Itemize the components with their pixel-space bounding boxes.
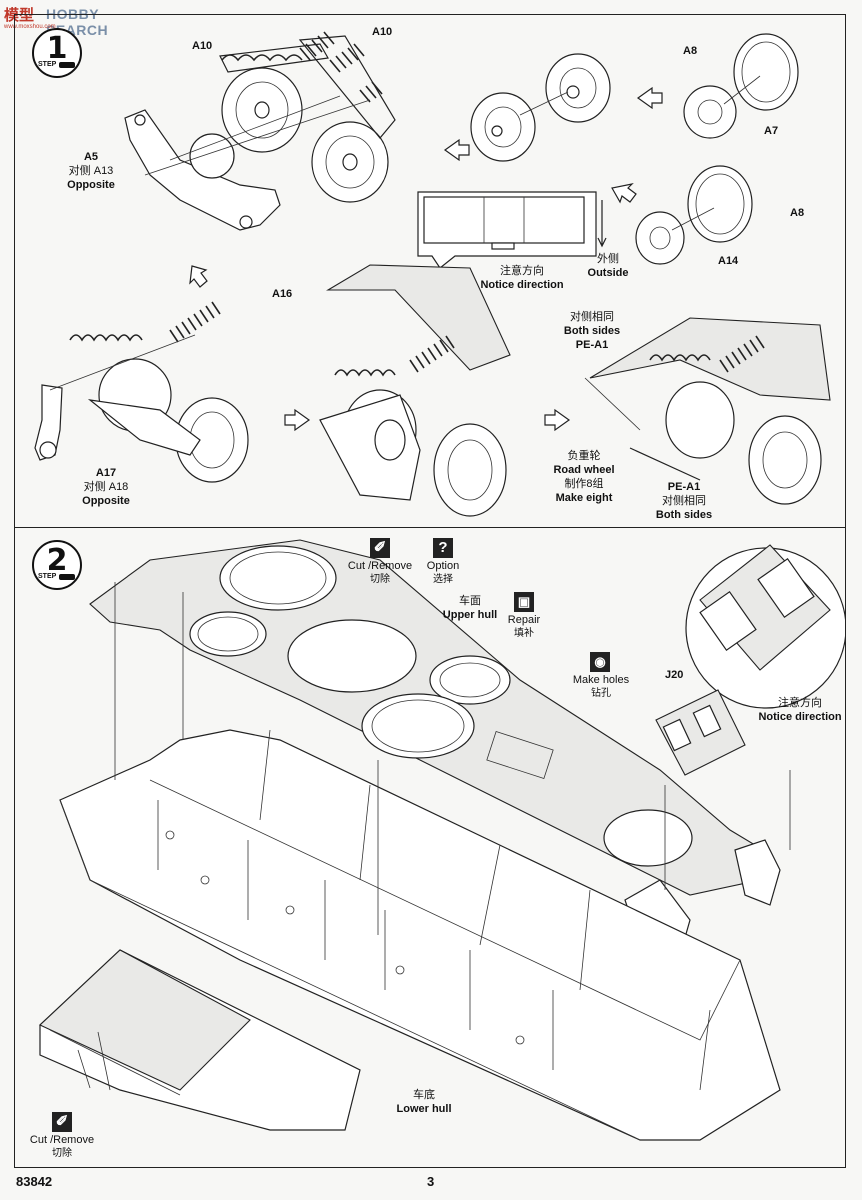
bogie-assembly-1: [124, 31, 396, 231]
arrow-left-2: [636, 86, 663, 110]
label-a5-en: Opposite: [67, 179, 115, 191]
notice-direction-box: [417, 191, 607, 269]
step-1-number: 1: [46, 31, 68, 66]
step-1-word: STEP: [38, 61, 57, 68]
watermark-logo: 模型: [4, 7, 35, 24]
label-a10-left: A10: [192, 40, 213, 52]
label-road-en2: Make eight: [555, 492, 613, 504]
label-road-cn2: 制作8组: [564, 478, 604, 490]
road-wheels-top: [470, 33, 799, 162]
label-a17-cn: 对侧 A18: [83, 481, 129, 493]
label-notice-direction-1: 注意方向 Notice direction: [474, 264, 570, 292]
cut-remove-top-en: Cut /Remove: [347, 560, 413, 572]
step-2-badge: 2 STEP: [32, 540, 82, 590]
label-both-sides-top: 对侧相同 Both sides PE-A1: [556, 310, 628, 352]
label-pe-a1-bottom-code: PE-A1: [667, 481, 701, 493]
step-2-number: 2: [46, 543, 68, 578]
option-icon: ?: [433, 538, 453, 558]
label-pe-a1-bottom-cn: 对侧相同: [662, 495, 706, 507]
label-road-wheel: 负重轮 Road wheel 制作8组 Make eight: [552, 449, 616, 505]
label-notice-en-2: Notice direction: [758, 711, 842, 723]
bogie-assembly-2: [34, 301, 249, 483]
arrow-right-1: [284, 408, 311, 432]
label-a17: A17 对侧 A18 Opposite: [76, 466, 136, 508]
repair-cn: 填补: [514, 628, 534, 639]
label-road-cn1: 负重轮: [567, 450, 601, 462]
label-pe-a1-bottom: PE-A1 对侧相同 Both sides: [652, 480, 716, 522]
label-upper-en: Upper hull: [442, 609, 498, 621]
option-en: Option: [426, 560, 460, 572]
cut-remove-bottom-en: Cut /Remove: [29, 1134, 95, 1146]
label-a7: A7: [764, 125, 779, 137]
cut-remove-bottom: Cut /Remove 切除: [22, 1134, 102, 1160]
drill-icon: ◉: [590, 652, 610, 672]
label-notice-en-1: Notice direction: [480, 279, 564, 291]
notice-circle-j20: [655, 544, 845, 776]
label-a16: A16: [272, 288, 293, 300]
page-frame: [14, 14, 846, 1168]
arrow-left-1: [443, 138, 470, 162]
option-cn: 选择: [433, 574, 453, 585]
lower-hull: [59, 582, 791, 1141]
upper-hull: [89, 539, 781, 956]
nose-plate: [39, 949, 361, 1131]
repair-symbol: Repair 填补: [500, 614, 548, 640]
assembly-drawing: [34, 31, 845, 1141]
repair-icon: ▣: [514, 592, 534, 612]
label-pe-a1-bottom-en: Both sides: [655, 509, 713, 521]
watermark-url: www.moxshou.com: [4, 24, 56, 30]
label-notice-cn-2: 注意方向: [778, 697, 822, 709]
bogie-assembly-3: [319, 335, 507, 517]
option-symbol: Option 选择: [418, 560, 468, 586]
label-j20: J20: [665, 669, 684, 681]
label-a5-cn: 对侧 A13: [68, 165, 114, 177]
arrow-diag-2: [189, 265, 208, 288]
label-lower-cn: 车底: [413, 1089, 435, 1101]
label-upper-hull: 车面 Upper hull: [438, 594, 502, 622]
label-a17-code: A17: [95, 467, 117, 479]
arrow-diag-1: [611, 183, 637, 204]
label-notice-direction-2: 注意方向 Notice direction: [758, 696, 842, 724]
label-a8-top: A8: [683, 45, 698, 57]
make-holes-cn: 钻孔: [591, 688, 611, 699]
label-a8-mid: A8: [790, 207, 805, 219]
tank-icon: [59, 574, 75, 580]
cut-remove-icon: ✐: [52, 1112, 72, 1132]
label-a17-en: Opposite: [82, 495, 130, 507]
bogie-assembly-4: [584, 317, 831, 505]
label-a5: A5 对侧 A13 Opposite: [66, 150, 116, 192]
cut-remove-bottom-cn: 切除: [52, 1148, 72, 1159]
fender-a16: [326, 264, 511, 371]
label-a5-code: A5: [83, 151, 99, 163]
label-a14: A14: [718, 255, 739, 267]
cut-remove-icon: ✐: [370, 538, 390, 558]
cut-remove-top: Cut /Remove 切除: [340, 560, 420, 586]
make-holes-symbol: Make holes 钻孔: [568, 674, 634, 700]
cut-remove-top-cn: 切除: [370, 574, 390, 585]
label-a10-right: A10: [372, 26, 393, 38]
step-1-badge: 1 STEP: [32, 28, 82, 78]
repair-en: Repair: [507, 614, 541, 626]
label-lower-en: Lower hull: [396, 1103, 452, 1115]
label-notice-cn-1: 注意方向: [500, 265, 544, 277]
label-outside: 外侧 Outside: [586, 252, 630, 280]
label-both-cn: 对侧相同: [570, 311, 614, 323]
step-2-word: STEP: [38, 573, 57, 580]
label-outside-cn: 外侧: [597, 253, 619, 265]
make-holes-en: Make holes: [572, 674, 630, 686]
label-outside-en: Outside: [587, 267, 629, 279]
step-divider: [14, 527, 846, 528]
label-pe-a1-top: PE-A1: [575, 339, 609, 351]
label-upper-cn: 车面: [459, 595, 481, 607]
label-road-en1: Road wheel: [553, 464, 615, 476]
tank-icon: [59, 62, 75, 68]
page-number: 3: [427, 1174, 435, 1189]
product-code: 83842: [16, 1174, 53, 1189]
label-both-en: Both sides: [563, 325, 621, 337]
road-wheels-mid: [635, 165, 753, 265]
arrow-right-2: [544, 408, 571, 432]
label-lower-hull: 车底 Lower hull: [394, 1088, 454, 1116]
